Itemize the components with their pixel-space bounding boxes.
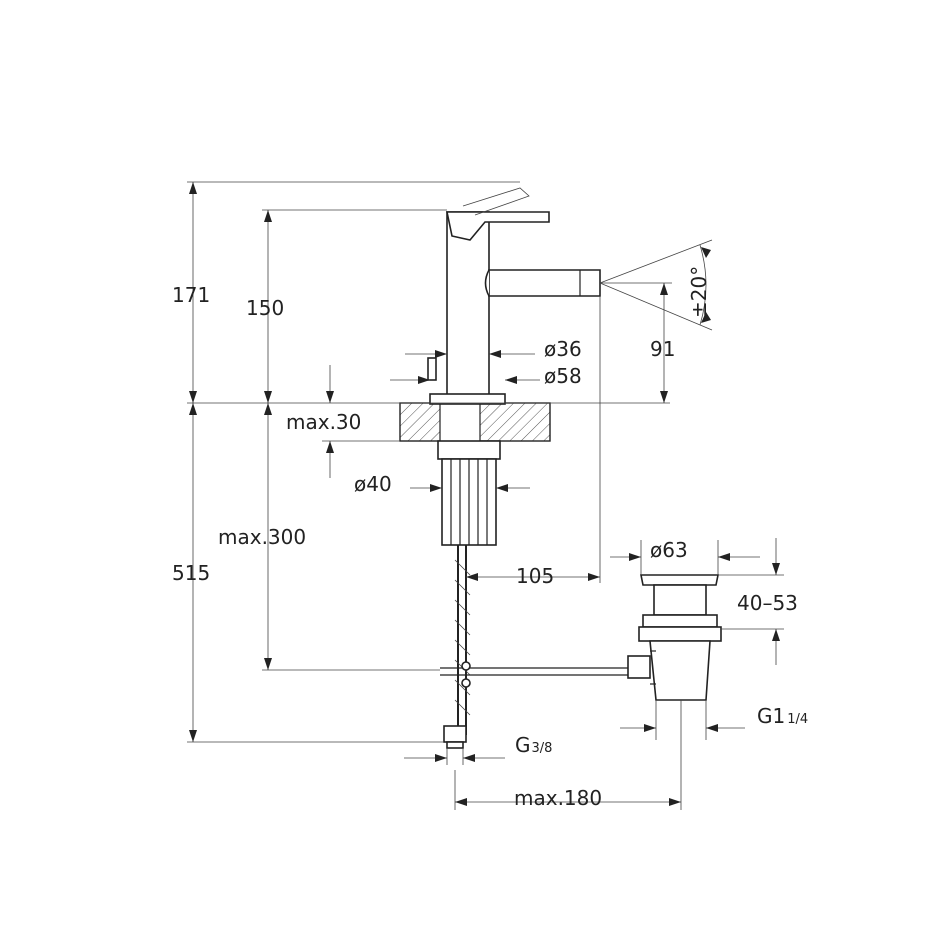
dim-d40: ø40 (354, 472, 392, 496)
countertop-section (399, 402, 551, 442)
dim-g38-main: G (515, 733, 531, 757)
dim-g114-frac: 1/4 (787, 712, 808, 727)
dim-150: 150 (246, 296, 284, 320)
faucet-body (427, 187, 601, 405)
dim-105: 105 (516, 564, 554, 588)
dim-40-53: 40–53 (737, 591, 798, 615)
dim-d63: ø63 (650, 538, 688, 562)
dim-angle: ±20° (687, 266, 711, 318)
dim-d58: ø58 (544, 364, 582, 388)
under-counter-assembly (437, 440, 628, 749)
dim-g114-main: G1 (757, 704, 785, 728)
dim-171: 171 (172, 283, 210, 307)
dim-max30: max.30 (286, 410, 361, 434)
dim-515: 515 (172, 561, 210, 585)
dim-91: 91 (650, 337, 675, 361)
dim-max180: max.180 (514, 786, 602, 810)
dim-max300: max.300 (218, 525, 306, 549)
dim-d36: ø36 (544, 337, 582, 361)
dim-g38-frac: 3/8 (532, 741, 553, 756)
pop-up-waste (627, 574, 722, 701)
dimension-lines (187, 181, 784, 810)
dim-g38: G3/8 (515, 733, 552, 757)
